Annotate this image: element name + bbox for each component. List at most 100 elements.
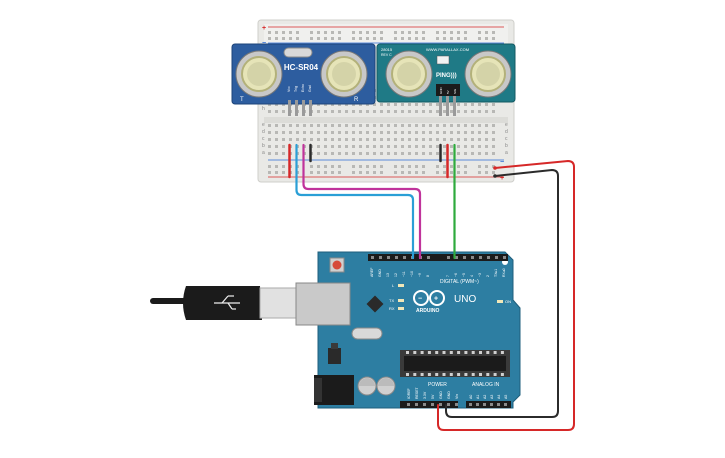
- breadboard-hole: [338, 152, 341, 155]
- rail-hole: [268, 165, 271, 168]
- header-pin: [407, 403, 410, 406]
- digital-pin-label: 13: [386, 273, 390, 277]
- breadboard-hole: [331, 110, 334, 113]
- breadboard-hole: [415, 103, 418, 106]
- breadboard-hole: [373, 124, 376, 127]
- usb-b-port[interactable]: [295, 282, 351, 326]
- breadboard-hole: [380, 152, 383, 155]
- rail-hole: [275, 165, 278, 168]
- breadboard-hole: [485, 103, 488, 106]
- breadboard-hole: [324, 124, 327, 127]
- sensor-pin-vcc[interactable]: [288, 100, 291, 116]
- breadboard-hole: [485, 138, 488, 141]
- breadboard-hole: [282, 152, 285, 155]
- breadboard-hole: [380, 103, 383, 106]
- breadboard-hole: [303, 124, 306, 127]
- breadboard-hole: [324, 131, 327, 134]
- breadboard-hole: [268, 110, 271, 113]
- analog-pin-label: A3: [490, 395, 494, 399]
- breadboard-hole: [443, 138, 446, 141]
- chip-pin: [427, 373, 431, 376]
- rail-hole: [443, 31, 446, 34]
- rail-hole: [478, 37, 481, 40]
- rail-hole: [282, 37, 285, 40]
- breadboard-hole: [478, 110, 481, 113]
- breadboard-hole: [352, 110, 355, 113]
- analog-pin-label: A1: [476, 395, 480, 399]
- rail-hole: [415, 171, 418, 174]
- wire-trig[interactable]: [295, 143, 415, 260]
- rail-hole: [338, 37, 341, 40]
- wire-echo[interactable]: [302, 143, 422, 260]
- breadboard-hole: [303, 131, 306, 134]
- breadboard-hole: [345, 110, 348, 113]
- chip-pin: [486, 373, 490, 376]
- transmitter-transducer: [235, 50, 283, 98]
- breadboard-hole: [366, 131, 369, 134]
- reset-button[interactable]: [329, 257, 345, 273]
- breadboard-hole: [345, 152, 348, 155]
- power-pin-label: GND: [447, 391, 451, 399]
- power-jack-opening: [314, 378, 322, 402]
- chip-pin: [420, 373, 424, 376]
- usb-cable[interactable]: [150, 282, 351, 326]
- digital-header[interactable]: [368, 254, 508, 261]
- ping-sensor[interactable]: 28015 REV C WWW.PARALLAX.COM PING))) GND…: [376, 43, 516, 116]
- arduino-uno-board[interactable]: AREF GND 13 12 ~11 ~10 ~9 8 7 ~6 ~5 4 ~3…: [314, 251, 521, 409]
- breadboard-hole: [380, 131, 383, 134]
- rail-minus-label: −: [500, 159, 504, 166]
- ping-pin-5v[interactable]: [446, 96, 449, 116]
- sensor-pin-gnd[interactable]: [309, 100, 312, 116]
- ping-pin-sig[interactable]: [453, 96, 456, 116]
- rail-plus-label: +: [262, 25, 266, 32]
- power-pin-label: RESET: [415, 386, 419, 399]
- breadboard-hole: [464, 103, 467, 106]
- rail-hole: [408, 165, 411, 168]
- breadboard-hole: [387, 145, 390, 148]
- rail-hole: [282, 31, 285, 34]
- breadboard-hole: [359, 110, 362, 113]
- rail-hole: [359, 31, 362, 34]
- breadboard-hole: [275, 110, 278, 113]
- breadboard-hole: [317, 124, 320, 127]
- chip-pin: [493, 373, 497, 376]
- breadboard-hole: [415, 145, 418, 148]
- digital-pin-label: ~10: [410, 271, 414, 277]
- breadboard-hole: [464, 110, 467, 113]
- sensor-pin-trig[interactable]: [295, 100, 298, 116]
- rail-hole: [401, 171, 404, 174]
- rail-hole: [415, 37, 418, 40]
- rail-hole: [373, 165, 376, 168]
- power-header[interactable]: [400, 401, 458, 408]
- wire-gnd-supply[interactable]: [445, 169, 559, 418]
- sensor-model-label: HC-SR04: [284, 63, 319, 72]
- breadboard-hole: [359, 131, 362, 134]
- header-pin: [495, 256, 498, 259]
- rail-hole: [457, 31, 460, 34]
- breadboard-hole: [394, 131, 397, 134]
- breadboard-hole: [422, 103, 425, 106]
- breadboard-hole: [289, 124, 292, 127]
- digital-pin-label: GND: [378, 269, 382, 277]
- breadboard-hole: [394, 138, 397, 141]
- ping-revision: REV C: [381, 53, 392, 57]
- sensor-pin-echo[interactable]: [302, 100, 305, 116]
- row-letter: a: [505, 150, 508, 156]
- analog-header[interactable]: [466, 401, 511, 408]
- rail-hole: [373, 171, 376, 174]
- breadboard-hole: [373, 110, 376, 113]
- breadboard-hole: [366, 110, 369, 113]
- digital-pin-label: RX◂0: [502, 268, 506, 277]
- breadboard-hole: [338, 138, 341, 141]
- breadboard-hole: [317, 152, 320, 155]
- wire-5v-supply[interactable]: [437, 160, 575, 431]
- svg-text:−: −: [418, 296, 422, 303]
- rail-hole: [324, 37, 327, 40]
- ping-pin-gnd[interactable]: [439, 96, 442, 116]
- breadboard-hole: [485, 152, 488, 155]
- rail-hole: [352, 171, 355, 174]
- breadboard-hole: [275, 124, 278, 127]
- digital-header-label: DIGITAL (PWM~): [440, 279, 479, 285]
- breadboard-hole: [415, 131, 418, 134]
- hc-sr04-sensor[interactable]: HC-SR04 T R Vcc Trig Echo Gnd: [231, 43, 376, 116]
